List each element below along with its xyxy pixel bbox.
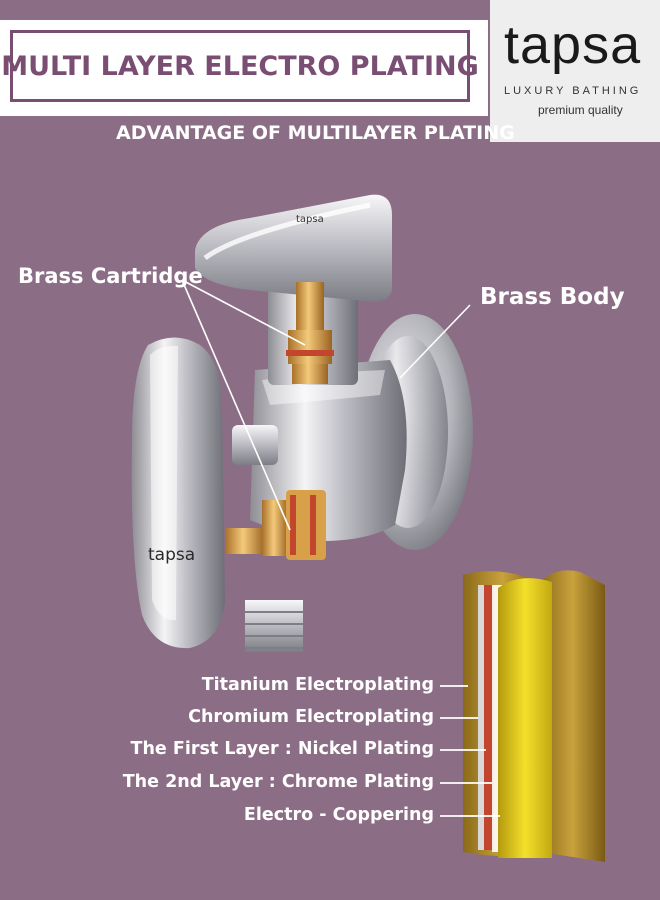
label-brass-body: Brass Body (480, 284, 625, 310)
side-handle-engraving: tapsa (148, 545, 195, 565)
top-handle-engraving: tapsa (296, 214, 324, 225)
header-banner: MULTI LAYER ELECTRO PLATING (0, 20, 488, 116)
label-brass-cartridge: Brass Cartridge (18, 264, 203, 288)
brand-logo: tapsa LUXURY BATHING premium quality (490, 0, 660, 142)
layer-label-coppering: Electro - Coppering (243, 805, 434, 825)
layer-label-titanium: Titanium Electroplating (201, 675, 434, 695)
upper-cartridge (286, 282, 334, 384)
plating-layer-sample (463, 570, 605, 862)
layer-label-chrome: The 2nd Layer : Chrome Plating (122, 772, 434, 792)
layer-label-chromium: Chromium Electroplating (188, 707, 434, 727)
logo-subtitle: LUXURY BATHING (504, 85, 642, 97)
page-subtitle: ADVANTAGE OF MULTILAYER PLATING (116, 122, 515, 144)
callout-lines (181, 279, 471, 531)
logo-tagline: premium quality (538, 103, 623, 117)
layer-lines (440, 685, 500, 817)
banner-title: MULTI LAYER ELECTRO PLATING (1, 50, 479, 82)
lower-cartridge (225, 490, 326, 560)
top-handle: tapsa (195, 194, 392, 302)
logo-wordmark: tapsa (504, 15, 642, 75)
layer-label-nickel: The First Layer : Nickel Plating (130, 739, 434, 759)
header-banner-frame: MULTI LAYER ELECTRO PLATING (1, 30, 479, 102)
side-lever-handle: tapsa (131, 337, 225, 649)
